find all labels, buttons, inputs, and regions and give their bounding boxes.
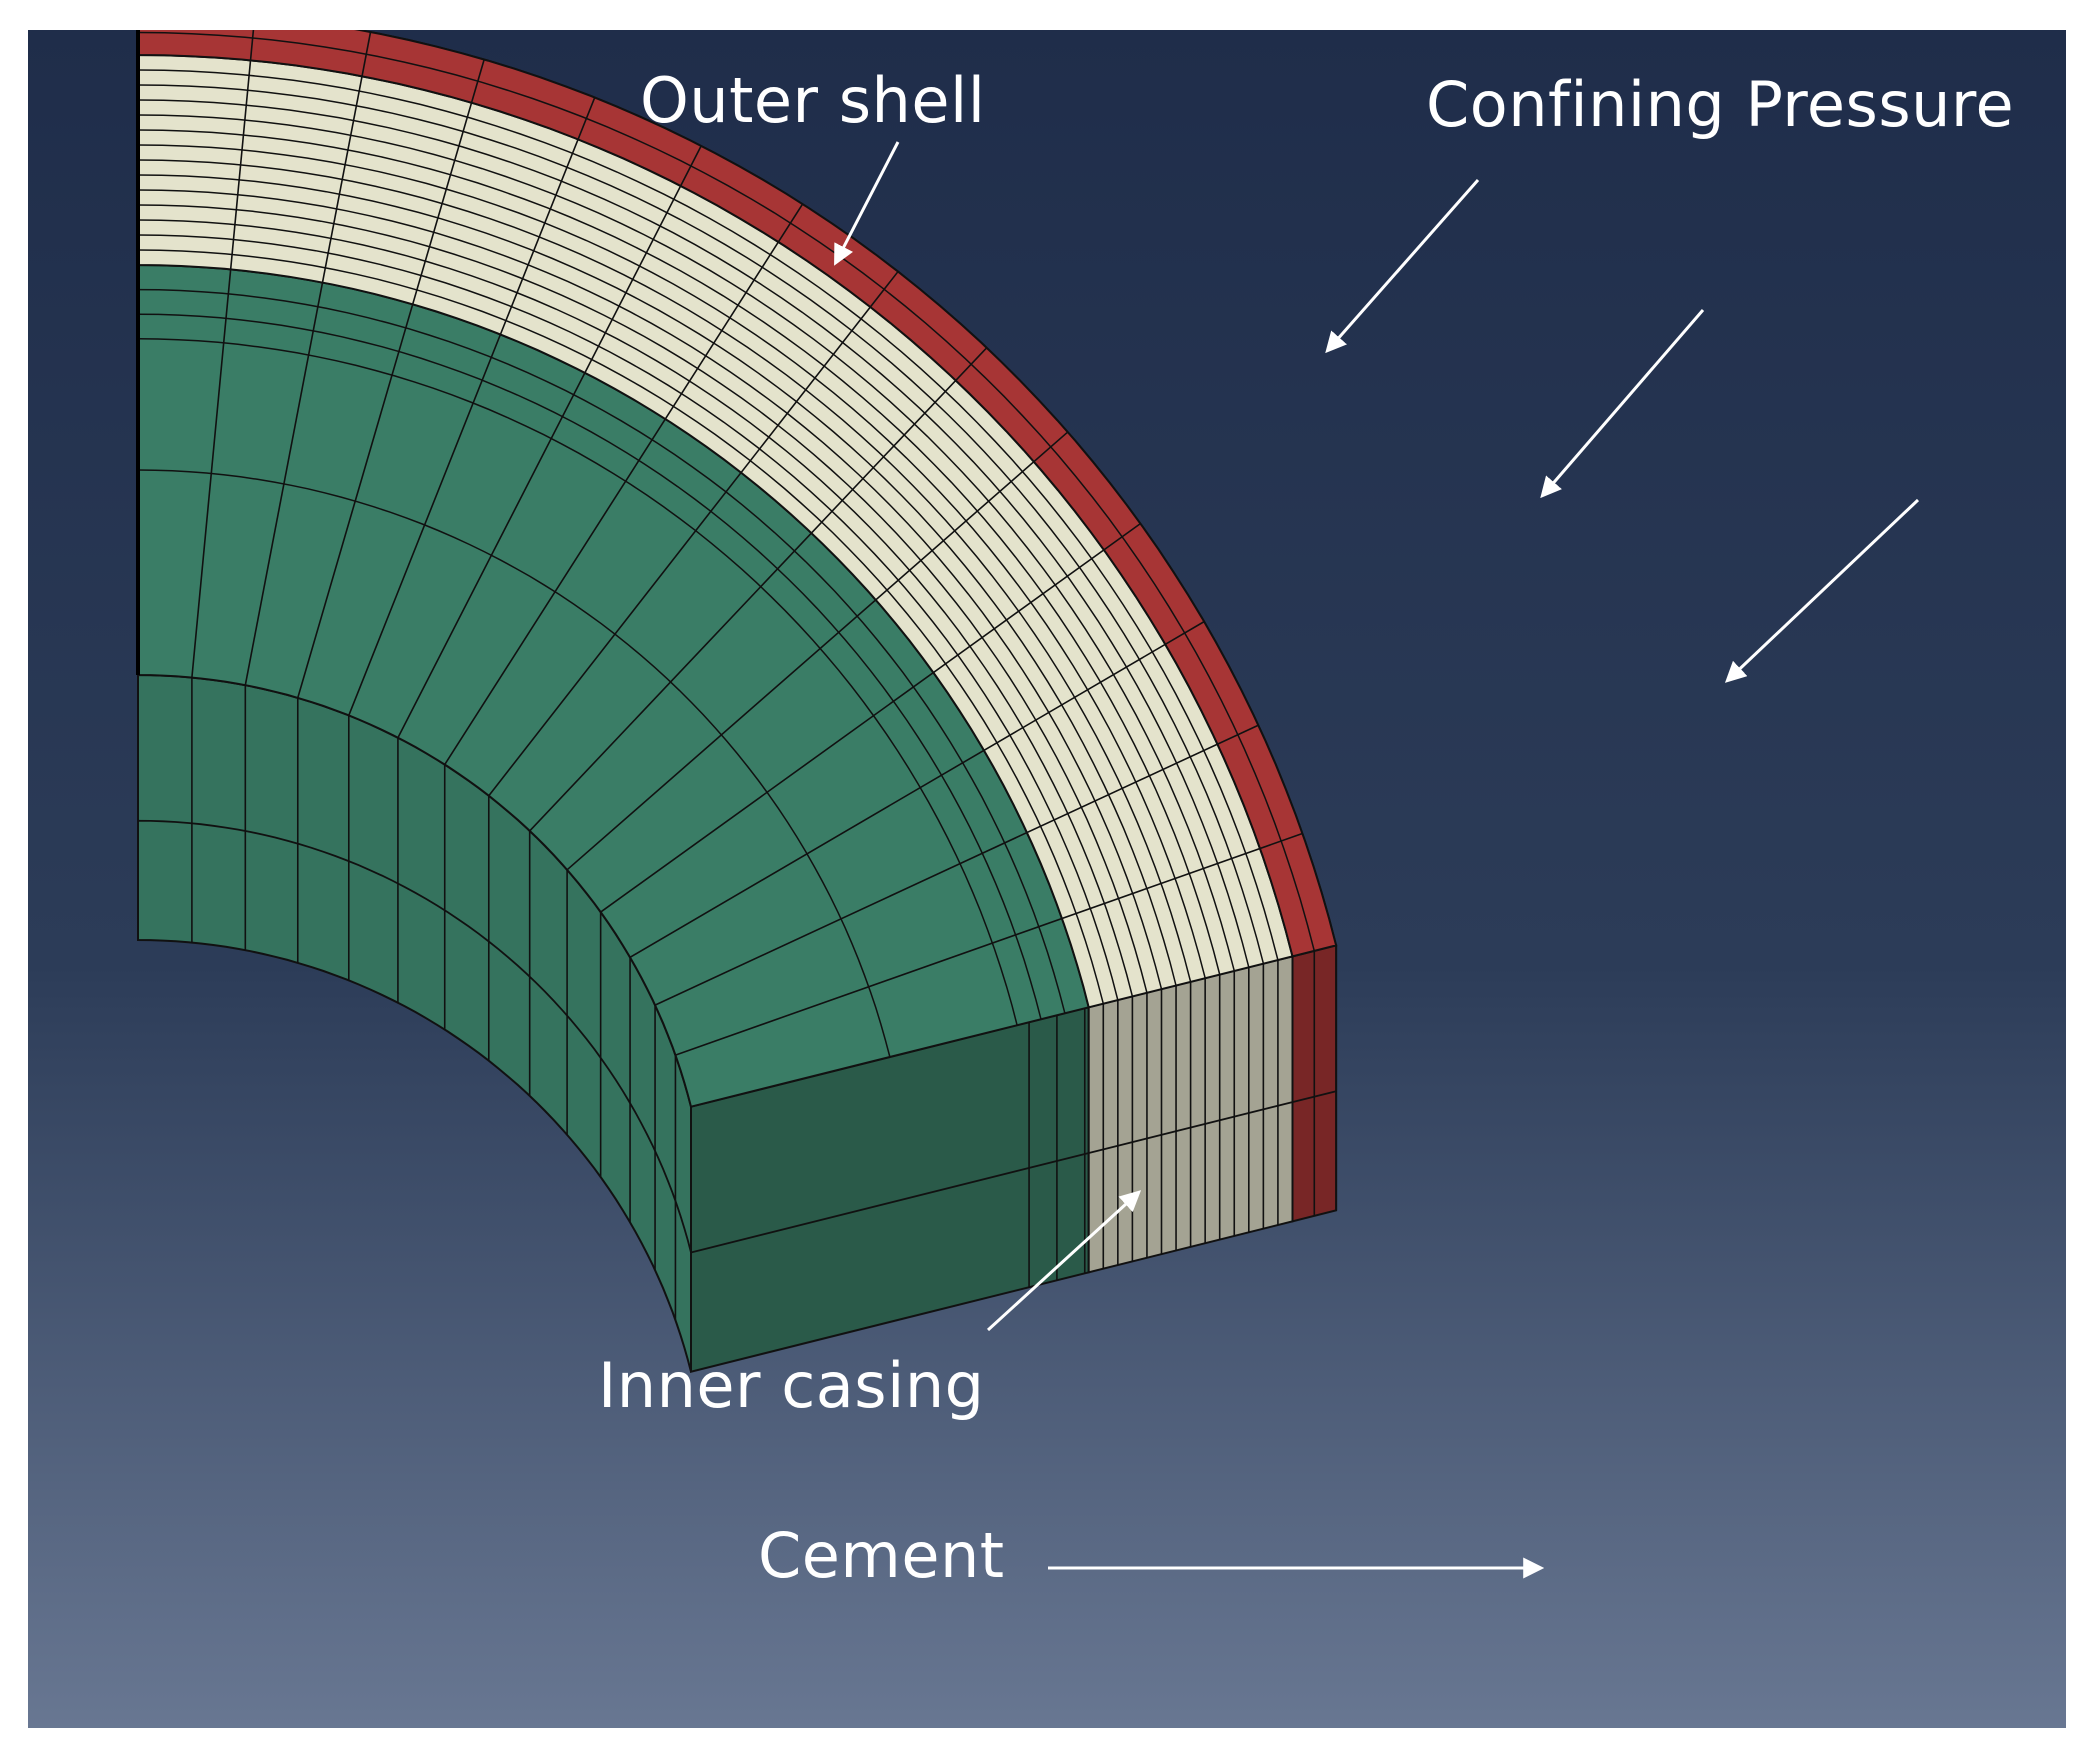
radial-mesh-line [488, 271, 899, 797]
radial-mesh-line [566, 431, 1069, 871]
cement-label: Cement [758, 1519, 1005, 1592]
confining-pressure-arrow-2 [1540, 309, 1705, 499]
inner-casing-arrow [986, 1190, 1142, 1332]
radial-mesh-line [296, 59, 485, 699]
confining-pressure-label: Confining Pressure [1426, 68, 2015, 141]
outer-shell-top-face [137, 30, 1338, 958]
end-face-mesh-line [690, 1090, 1337, 1254]
outer-shell-arrow [834, 141, 900, 266]
radial-mesh-line [675, 832, 1303, 1056]
radial-mesh-line [529, 347, 988, 832]
radial-mesh-line [444, 203, 804, 765]
confining-pressure-arrow-3 [1724, 498, 1920, 683]
radial-mesh-line [654, 724, 1259, 1006]
inner-casing-label: Inner casing [598, 1349, 985, 1422]
radial-mesh-line [348, 97, 596, 716]
model-viewport: Outer shell Confining Pressure Inner cas… [28, 30, 2066, 1728]
confining-pressure-arrow-1 [1325, 179, 1480, 354]
radial-mesh-line [191, 30, 255, 678]
radial-mesh-line [600, 522, 1141, 913]
radial-mesh-line [244, 31, 372, 686]
pipe-section-model [28, 30, 2066, 1728]
radial-mesh-line [629, 620, 1205, 958]
outer-shell-label: Outer shell [640, 64, 986, 137]
radial-mesh-line [397, 145, 702, 739]
